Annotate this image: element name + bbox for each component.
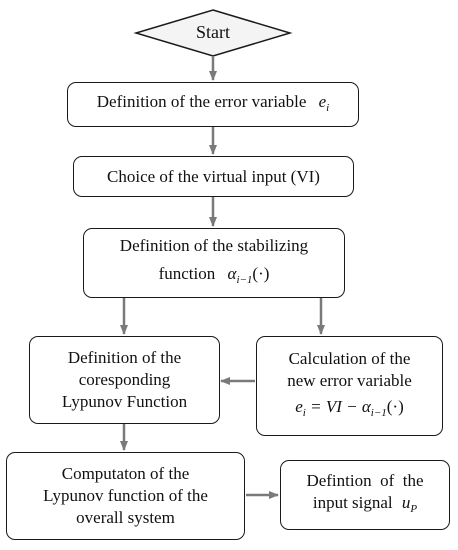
lyapunov-def-line3: Lypunov Function: [61, 392, 188, 411]
lyapunov-def-line2: coresponding: [78, 370, 171, 389]
stabilizing-symbol: α: [227, 264, 237, 283]
error-variable-box: Definition of the error variable ei: [67, 82, 359, 127]
computation-line2: Lypunov function of the: [43, 486, 208, 505]
lyapunov-def-line1: Definition of the: [67, 348, 182, 367]
computation-line3: overall system: [76, 508, 175, 527]
computation-box: Computaton of the Lypunov function of th…: [6, 452, 245, 540]
eq-lhs-sub: i: [302, 407, 306, 419]
error-variable-symbol: e: [318, 91, 327, 111]
stabilizing-line1: Definition of the stabilizing: [119, 236, 309, 255]
virtual-input-text: Choice of the virtual input (VI): [107, 166, 320, 186]
input-signal-subscript: P: [410, 503, 418, 515]
eq-mid: = VI − α: [305, 397, 371, 416]
virtual-input-box: Choice of the virtual input (VI): [73, 156, 354, 197]
input-signal-box: Defintion of the input signal uP: [280, 460, 450, 530]
new-error-equation: ei = VI − αi−1(·): [295, 396, 404, 424]
stabilizing-line2: function: [158, 264, 216, 283]
stabilizing-arg: (·): [252, 264, 270, 283]
computation-line1: Computaton of the: [61, 464, 190, 483]
input-signal-symbol: u: [401, 493, 411, 512]
new-error-variable-box: Calculation of the new error variable ei…: [256, 336, 443, 436]
input-signal-line2: input signal: [312, 493, 393, 512]
eq-lhs: e: [295, 397, 303, 416]
eq-sub: i−1: [370, 407, 387, 419]
error-variable-text: Definition of the error variable: [96, 91, 307, 111]
start-label: Start: [196, 22, 230, 42]
new-error-line2: new error variable: [287, 371, 412, 390]
stabilizing-subscript: i−1: [236, 274, 253, 286]
lyapunov-definition-box: Definition of the coresponding Lypunov F…: [29, 336, 220, 424]
stabilizing-function-box: Definition of the stabilizing function α…: [83, 228, 345, 298]
new-error-line1: Calculation of the: [288, 349, 411, 368]
eq-arg: (·): [386, 397, 404, 416]
error-variable-subscript: i: [326, 101, 330, 114]
input-signal-line1: Defintion of the: [306, 471, 424, 490]
